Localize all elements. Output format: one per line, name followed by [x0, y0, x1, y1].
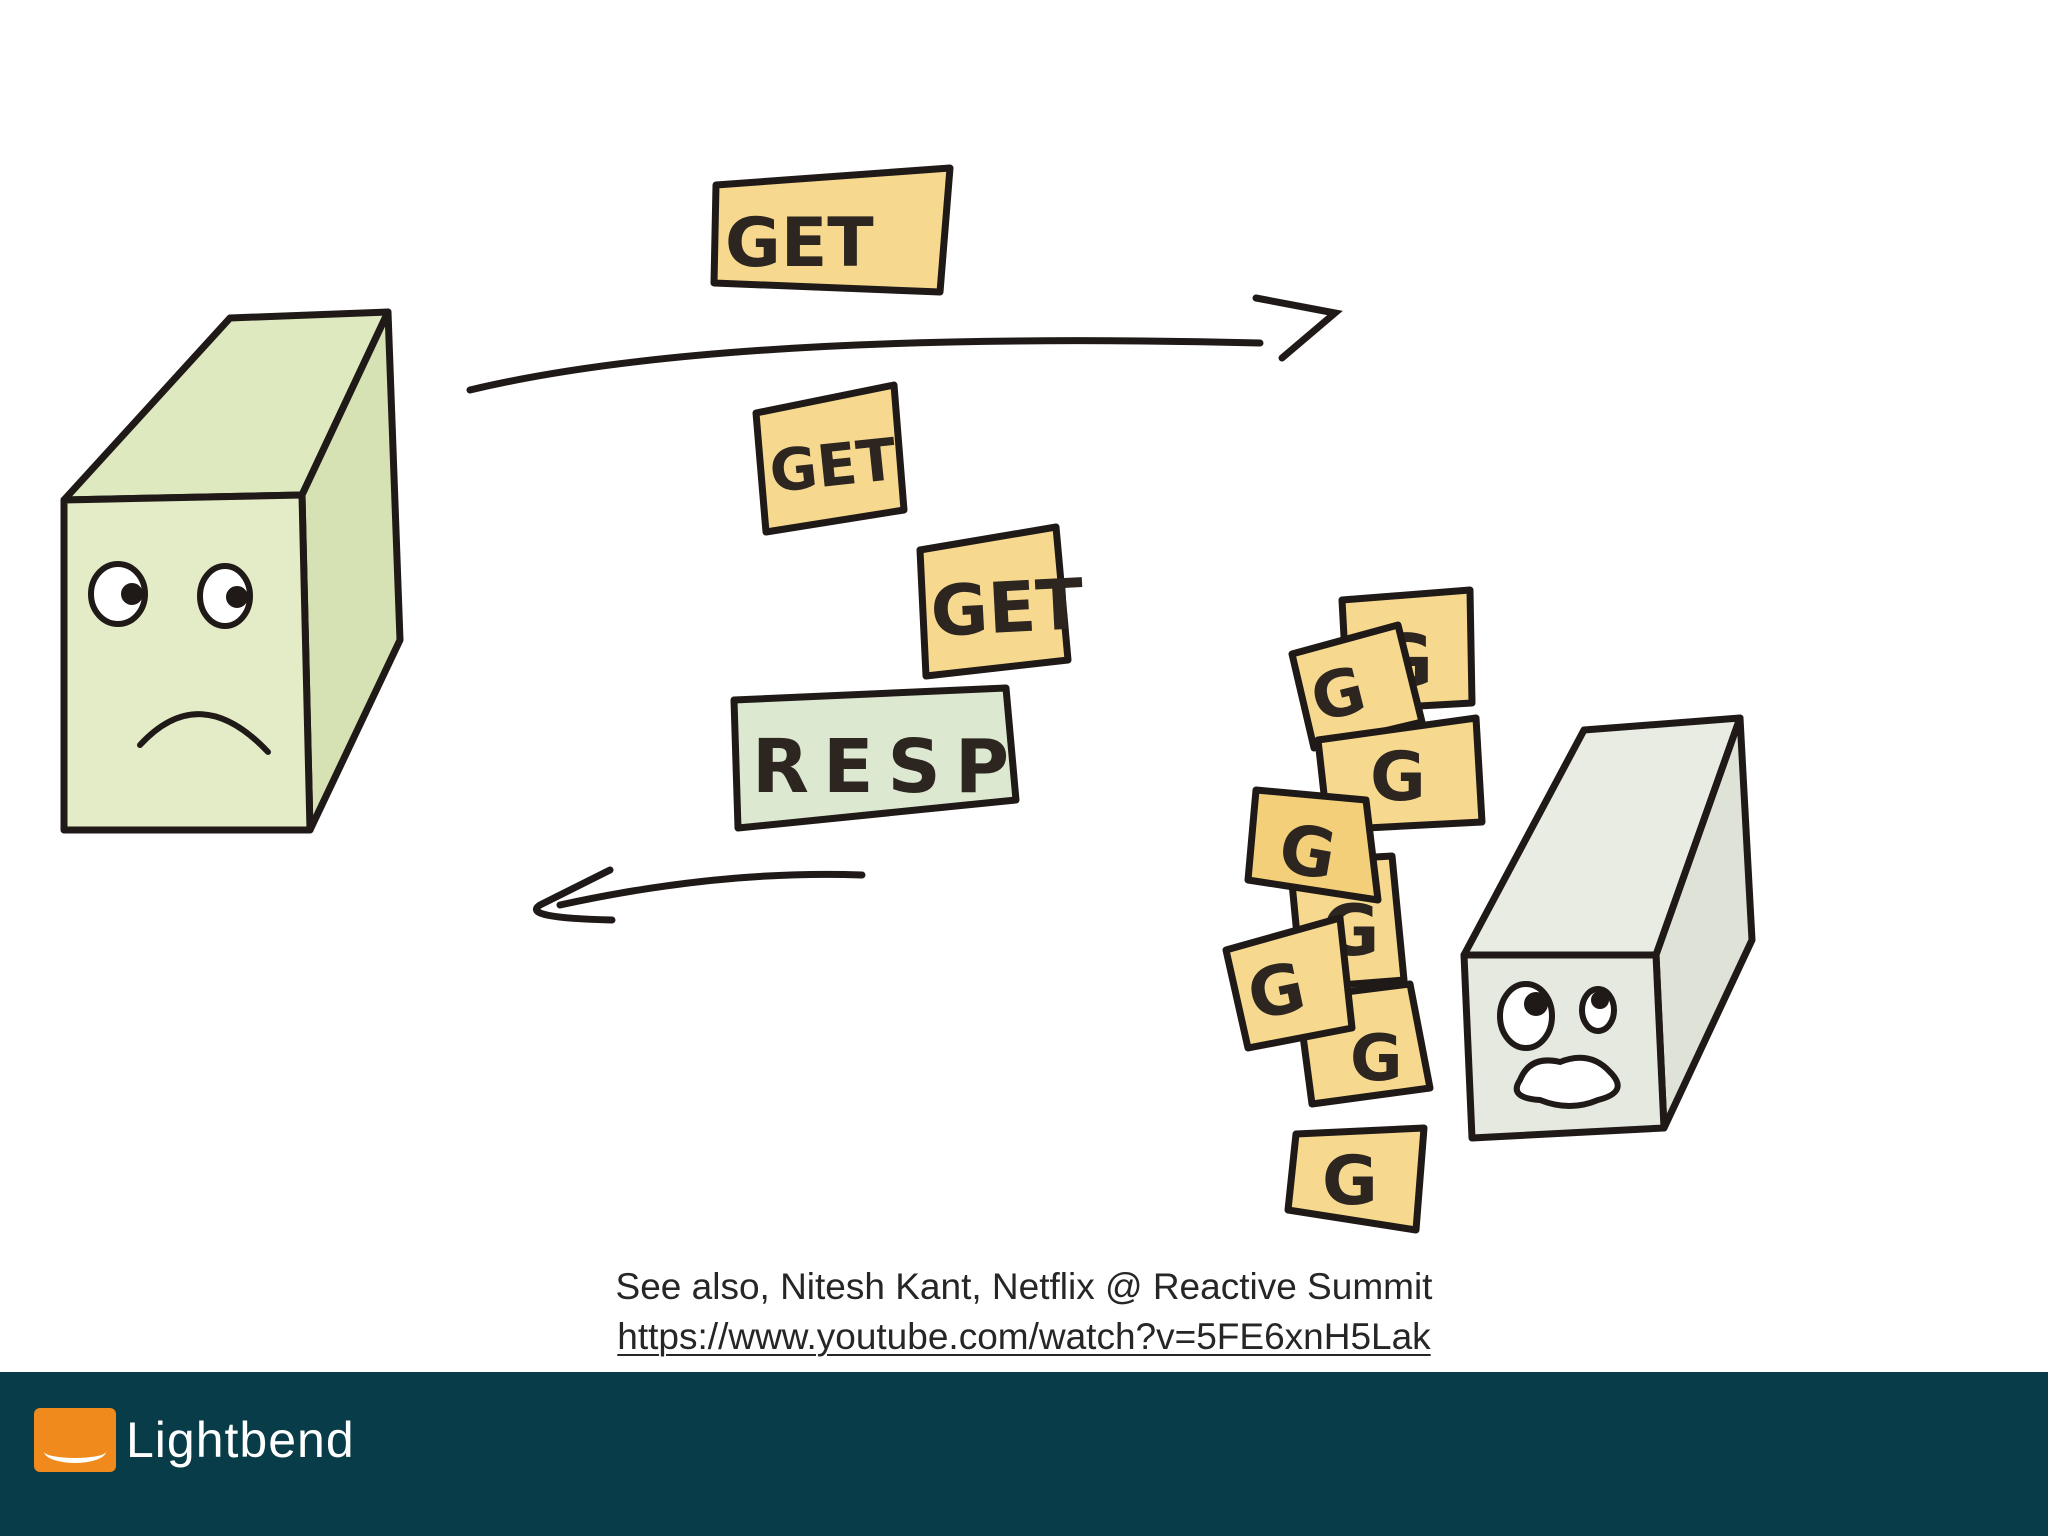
sad-face: [88, 561, 271, 755]
get-label-middle: GET: [766, 425, 900, 506]
get-card-lower: GET: [916, 523, 1086, 680]
g-card-2: G: [1288, 621, 1426, 752]
get-card-top: GET: [710, 164, 954, 296]
resp-card: RESP: [730, 684, 1023, 832]
get-card-middle: GET: [752, 381, 908, 536]
diagram: GET GET GET RESP G G: [60, 164, 1756, 1234]
video-link[interactable]: https://www.youtube.com/watch?v=5FE6xnH5…: [617, 1316, 1431, 1357]
caption-link-row: https://www.youtube.com/watch?v=5FE6xnH5…: [0, 1313, 2048, 1361]
footer-bar: Lightbend: [0, 1372, 2048, 1536]
logo-text: Lightbend: [126, 1412, 355, 1468]
resp-label: RESP: [752, 724, 1023, 810]
g-card-5: G: [1244, 786, 1382, 904]
g-label-3: G: [1370, 738, 1426, 817]
request-arrow: [466, 294, 1343, 394]
slide: GET GET GET RESP G G: [0, 164, 2048, 1361]
caption-text: See also, Nitesh Kant, Netflix @ Reactiv…: [615, 1266, 1433, 1307]
scared-face: [1497, 981, 1621, 1109]
get-label-lower: GET: [929, 563, 1086, 653]
g-label-8: G: [1322, 1142, 1378, 1221]
g-card-stack: G G G G G G G: [1222, 586, 1486, 1234]
response-arrow: [532, 866, 866, 924]
g-label-6: G: [1350, 1022, 1403, 1096]
g-card-8: G: [1284, 1124, 1428, 1234]
lightbend-logo-icon: [34, 1408, 116, 1472]
get-label-top: GET: [725, 204, 874, 283]
g-label-5: G: [1273, 809, 1342, 896]
g-card-7: G: [1222, 914, 1356, 1052]
